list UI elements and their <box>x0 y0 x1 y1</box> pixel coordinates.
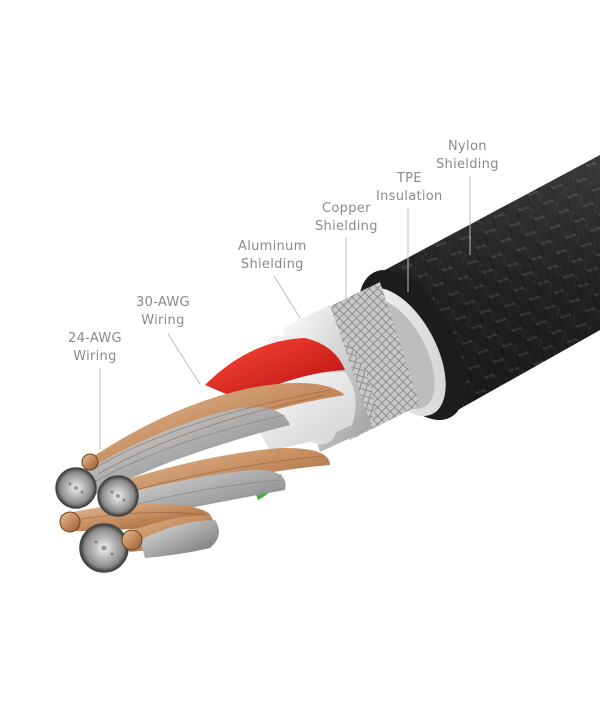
awg24-label-line1: 24-AWG <box>68 331 122 346</box>
leader-lines <box>99 176 471 450</box>
copper-label-line2: Shielding <box>315 219 378 234</box>
copper-label-line1: Copper <box>322 201 371 216</box>
awg24-wiring-label: 24-AWG Wiring <box>68 330 122 366</box>
awg30-label-line2: Wiring <box>141 313 185 328</box>
red-wire <box>205 338 345 400</box>
aluminum-leader-line <box>273 275 301 319</box>
aluminum-shielding-label: Aluminum Shielding <box>238 238 307 274</box>
aluminum-label-line2: Shielding <box>240 257 304 272</box>
tpe-insulation-label: TPE Insulation <box>376 170 443 206</box>
tpe-label-line1: TPE <box>396 171 422 186</box>
wire-ends <box>55 453 143 573</box>
aluminum-label-line1: Aluminum <box>238 239 307 254</box>
nylon-label-line2: Shielding <box>436 157 499 172</box>
awg30-wiring-label: 30-AWG Wiring <box>136 294 190 330</box>
awg30-leader-line <box>167 333 201 385</box>
awg24-label-line2: Wiring <box>73 349 117 364</box>
nylon-label-line1: Nylon <box>448 139 487 154</box>
awg30-label-line1: 30-AWG <box>136 295 190 310</box>
copper-shielding-label: Copper Shielding <box>315 200 378 236</box>
tpe-label-line2: Insulation <box>376 189 443 204</box>
nylon-shielding-label: Nylon Shielding <box>436 138 499 174</box>
